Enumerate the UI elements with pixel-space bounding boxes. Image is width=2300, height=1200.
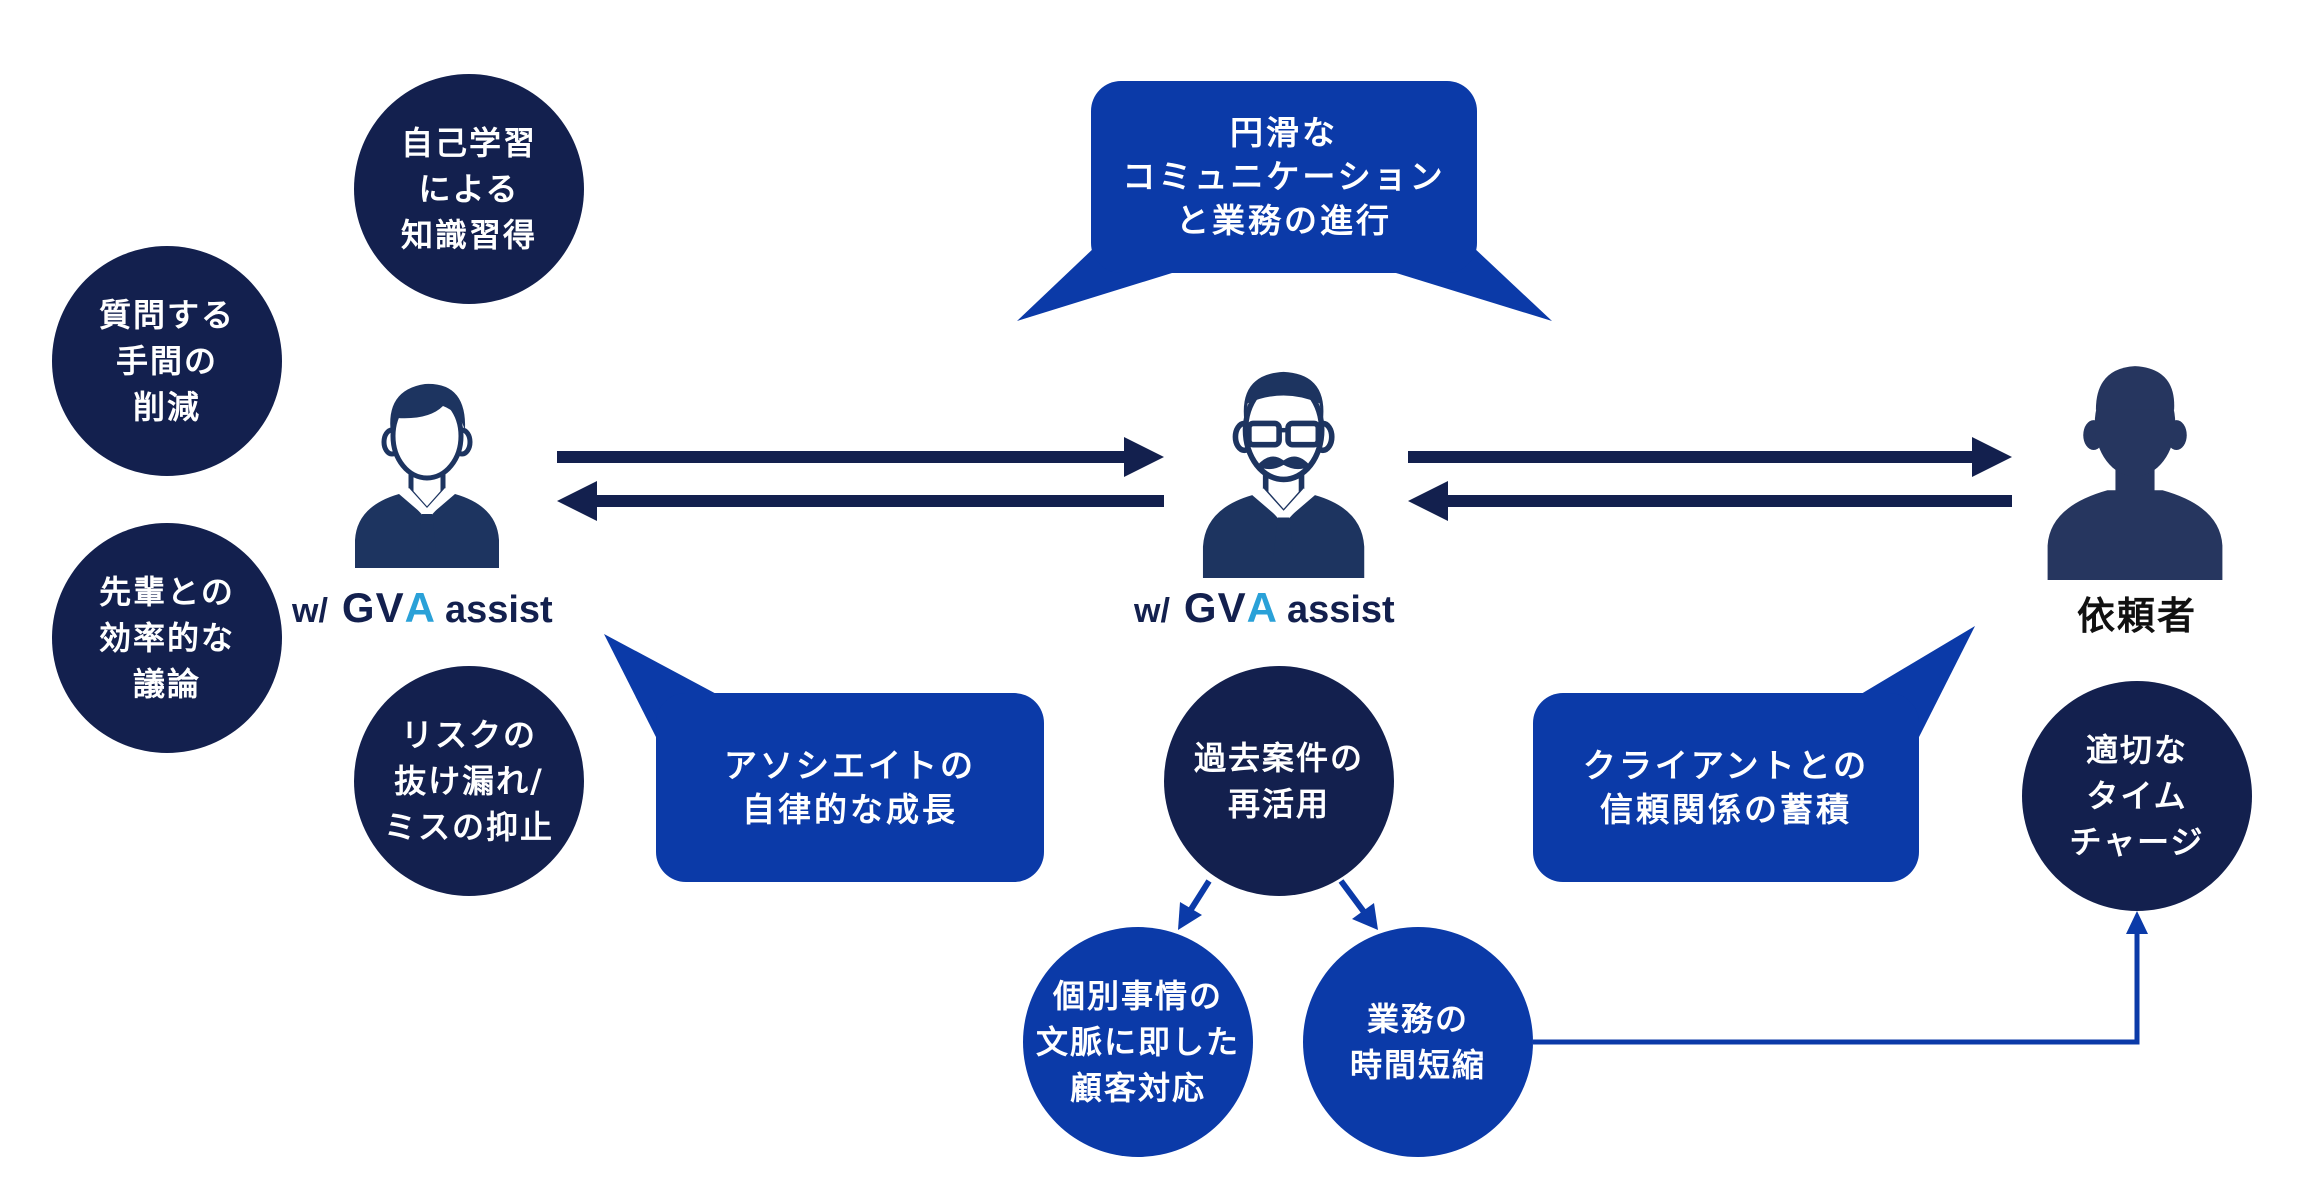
logo-prefix: w/ <box>292 592 328 630</box>
arrow-time-saving-to-billing <box>1533 911 2148 1045</box>
benefit-fewer-questions: 質問する 手間の 削減 <box>52 246 282 476</box>
outcome-contextual-service-circle: 個別事情の 文脈に即した 顧客対応 <box>1023 927 1253 1157</box>
benefit-line: 効率的な <box>98 619 235 657</box>
arrow-reuse-to-context <box>1178 879 1212 930</box>
benefit-self-study: 自己学習 による 知識習得 <box>354 74 584 304</box>
logo-assist: assist <box>1286 589 1395 631</box>
trust-bubble: クライアントとの 信頼関係の蓄積 <box>1533 693 1919 882</box>
outcome-line: 顧客対応 <box>1069 1069 1206 1107</box>
client-label: 依頼者 <box>2076 594 2197 638</box>
arrow-reuse-to-time-saving <box>1338 879 1378 930</box>
logo-prefix: w/ <box>1134 592 1170 630</box>
bubble-line: 円滑な <box>1230 113 1338 152</box>
benefit-line: 手間の <box>115 342 218 380</box>
bubble-line: 信頼関係の蓄積 <box>1600 789 1852 829</box>
outcome-line: 個別事情の <box>1052 977 1223 1015</box>
growth-bubble: アソシエイトの 自律的な成長 <box>656 693 1044 882</box>
logo-a: A <box>1246 584 1277 631</box>
associate-gva-assist-logo: w/ GV A assist <box>292 584 553 632</box>
arrow-senior-to-client <box>1408 437 2012 477</box>
arrow-associate-to-senior <box>557 437 1164 477</box>
outcome-line: 文脈に即した <box>1035 1023 1240 1061</box>
reuse-line: 過去案件の <box>1193 739 1364 777</box>
outcome-line: 業務の <box>1366 1000 1469 1038</box>
outcome-line: 時間短縮 <box>1349 1046 1486 1084</box>
benefit-line: 知識習得 <box>400 216 537 254</box>
bubble-line: 自律的な成長 <box>742 789 958 829</box>
bubble-line: クライアントとの <box>1582 745 1870 785</box>
logo-gv: GV <box>1183 584 1247 631</box>
benefit-efficient-discussion: 先輩との 効率的な 議論 <box>52 523 282 753</box>
benefit-line: ミスの抑止 <box>383 808 554 846</box>
logo-a: A <box>404 584 435 631</box>
appropriate-time-charge-circle: 適切な タイム チャージ <box>2022 681 2252 911</box>
associate-person-icon <box>355 383 499 568</box>
communication-bubble: 円滑な コミュニケーション と業務の進行 <box>1091 81 1477 273</box>
benefit-line: 先輩との <box>99 573 235 611</box>
senior-gva-assist-logo: w/ GV A assist <box>1134 584 1395 632</box>
bubble-line: と業務の進行 <box>1176 201 1392 240</box>
reuse-past-cases-circle: 過去案件の 再活用 <box>1164 666 1394 896</box>
reuse-line: 再活用 <box>1227 785 1330 823</box>
bubble-line: コミュニケーション <box>1122 157 1446 196</box>
billing-line: タイム <box>2086 777 2188 815</box>
outcome-time-saving-circle: 業務の 時間短縮 <box>1303 927 1533 1157</box>
billing-line: チャージ <box>2069 823 2205 861</box>
benefit-line: 議論 <box>132 665 201 703</box>
client-person-icon <box>2047 366 2223 580</box>
benefit-line: リスクの <box>400 716 537 754</box>
bubble-line: アソシエイトの <box>724 745 976 785</box>
billing-line: 適切な <box>2085 731 2188 769</box>
benefit-line: 削減 <box>132 388 201 426</box>
benefit-line: による <box>418 170 520 208</box>
benefit-line: 抜け漏れ/ <box>394 762 544 800</box>
benefit-risk-prevention: リスクの 抜け漏れ/ ミスの抑止 <box>354 666 584 896</box>
senior-person-icon <box>1202 371 1365 578</box>
arrow-senior-to-associate <box>557 481 1164 521</box>
logo-gv: GV <box>341 584 405 631</box>
arrow-client-to-senior <box>1408 481 2012 521</box>
benefit-line: 自己学習 <box>400 124 537 162</box>
benefit-line: 質問する <box>98 296 235 334</box>
logo-assist: assist <box>444 589 553 631</box>
